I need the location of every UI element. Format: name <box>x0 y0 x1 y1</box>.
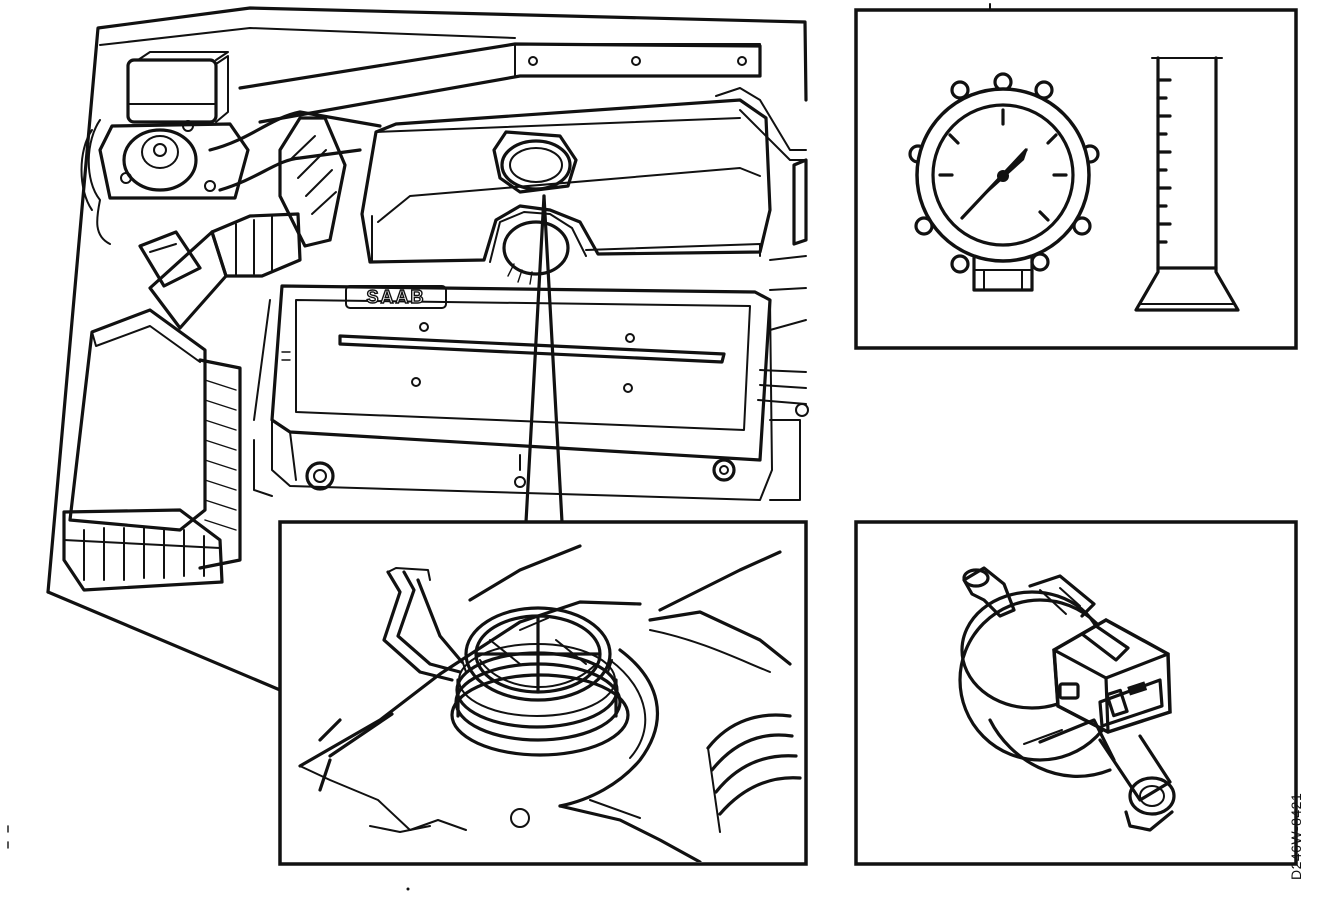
strut-bar <box>238 42 762 124</box>
cam-cover <box>253 284 773 501</box>
scan-marks <box>7 825 410 891</box>
engine-bay-drawing: SAAB <box>46 6 809 692</box>
engine-cover-lettering: SAAB <box>345 285 447 309</box>
saab-badge-text: SAAB <box>366 287 425 307</box>
callout-lines <box>524 194 564 524</box>
inlet-manifold <box>360 98 772 285</box>
filler-detail-panel <box>278 520 808 866</box>
right-bay-ancillaries <box>715 87 809 501</box>
valve-icon <box>958 566 1176 832</box>
drawing-code-label: D246W-8421 <box>1288 792 1304 880</box>
pressure-gauge-icon <box>908 72 1100 292</box>
filler-cap <box>492 130 578 194</box>
air-filter-housing <box>62 308 242 592</box>
intake-hoses <box>138 110 382 330</box>
strut-tower <box>80 51 250 245</box>
test-tools-panel <box>854 3 1298 350</box>
measuring-cylinder-icon <box>1134 56 1240 312</box>
valve-panel <box>854 520 1298 866</box>
